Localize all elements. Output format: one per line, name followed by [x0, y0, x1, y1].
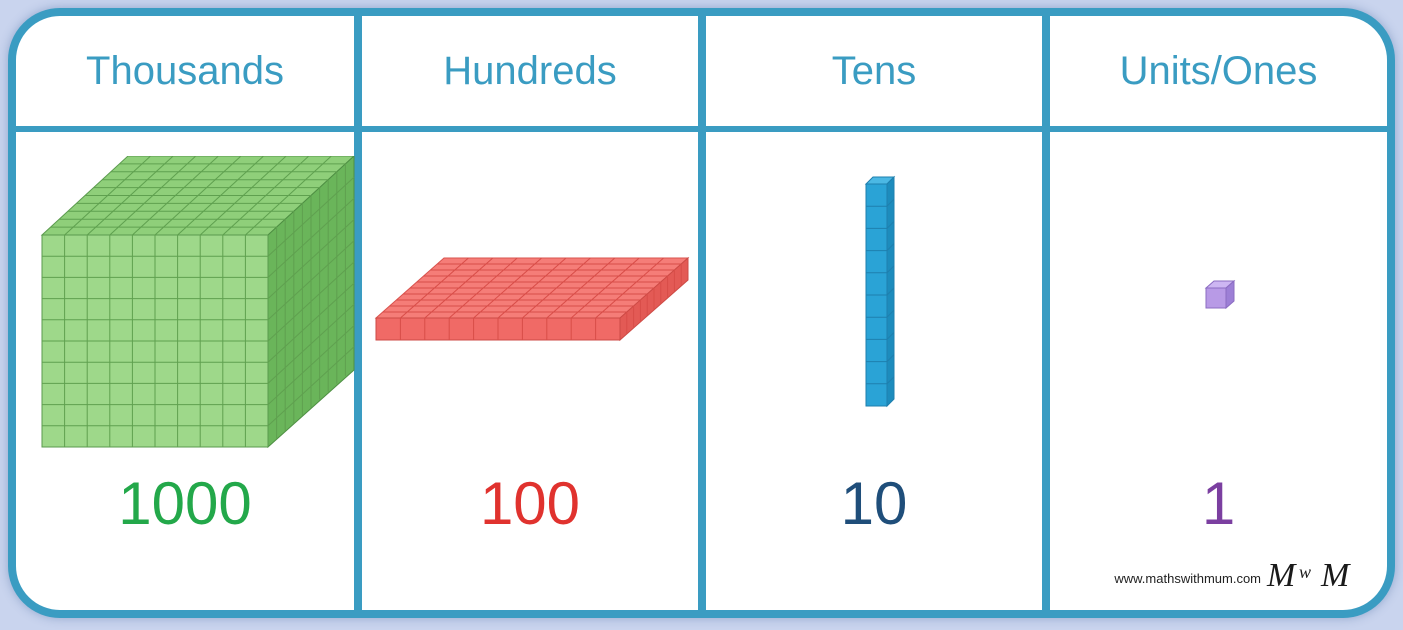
hundred-flat-image: [374, 256, 690, 342]
mwm-logo-icon: M w M: [1266, 557, 1351, 592]
thousand-cube-image: [40, 156, 355, 449]
column-header-thousands: Thousands: [86, 48, 284, 93]
column-header-tens: Tens: [831, 48, 917, 93]
column-header-hundreds: Hundreds: [443, 48, 617, 93]
column-units: Units/Ones 1: [1050, 16, 1387, 610]
column-tens: Tens 10: [706, 16, 1042, 610]
place-value-table: Thousands 1000 Hundreds 100 Tens: [16, 16, 1387, 610]
ten-rod-image: [864, 175, 896, 408]
website-url: www.mathswithmum.com: [1114, 571, 1261, 586]
footer-credit: www.mathswithmum.com M w M: [1114, 552, 1361, 592]
value-tens: 10: [840, 469, 908, 537]
column-divider: [698, 16, 706, 610]
column-divider: [1042, 16, 1050, 610]
column-header-units: Units/Ones: [1119, 48, 1318, 93]
value-hundreds: 100: [479, 469, 581, 537]
svg-text:M: M: [1320, 557, 1351, 592]
svg-text:w: w: [1299, 562, 1311, 582]
unit-cube-image: [1204, 279, 1236, 310]
place-value-chart: Thousands 1000 Hundreds 100 Tens: [8, 8, 1395, 618]
value-thousands: 1000: [118, 469, 252, 537]
value-units: 1: [1201, 469, 1236, 537]
column-thousands: Thousands 1000: [16, 16, 355, 610]
column-divider: [354, 16, 362, 610]
svg-text:M: M: [1266, 557, 1297, 592]
column-hundreds: Hundreds 100: [362, 16, 698, 610]
